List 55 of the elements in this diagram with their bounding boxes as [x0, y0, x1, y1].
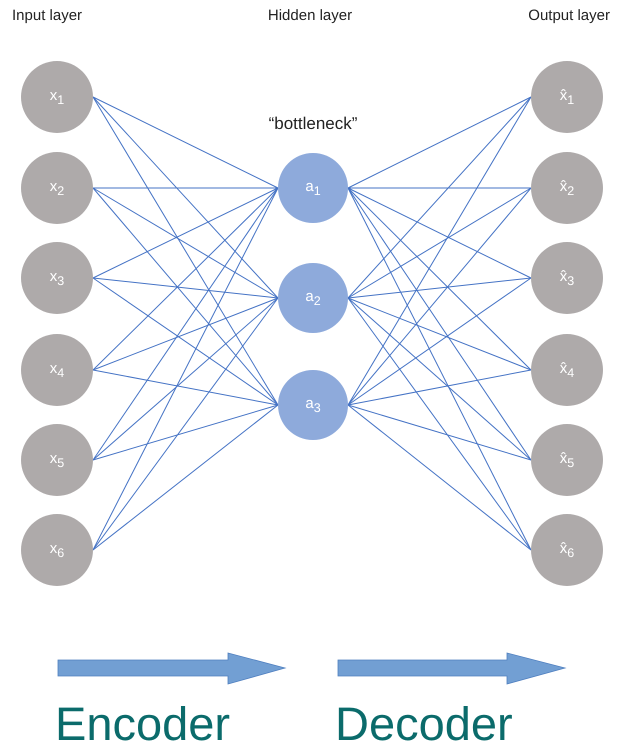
connection-line	[348, 298, 532, 460]
neuron-label: x̂$_{1}$	[560, 87, 574, 107]
neuron-label: x̂$_{3}$	[560, 268, 574, 288]
connection-line	[348, 298, 532, 370]
neuron-label: x$_{2}$	[50, 178, 64, 198]
neuron-label: a$_{1}$	[305, 178, 321, 198]
neuron-label: x̂$_{2}$	[560, 178, 574, 198]
connection-line	[348, 188, 532, 406]
connection-line	[92, 404, 278, 550]
connection-line	[92, 188, 278, 550]
connection-line	[348, 188, 532, 370]
connection-line	[348, 188, 532, 460]
connection-line	[92, 404, 278, 460]
neuron-label: x$_{6}$	[50, 540, 64, 560]
connection-line	[348, 96, 532, 188]
connection-line	[348, 404, 532, 460]
stage-label: Encoder	[55, 698, 230, 748]
connection-line	[348, 188, 532, 550]
connection-line	[92, 370, 278, 406]
connection-line	[92, 96, 278, 298]
neuron-label: x$_{3}$	[50, 268, 64, 288]
stage-label: Decoder	[335, 698, 513, 748]
neuron-label: x̂$_{4}$	[560, 360, 574, 380]
connection-line	[92, 278, 278, 298]
connection-line	[92, 188, 278, 406]
layer-title: Output layer	[528, 8, 610, 24]
connection-line	[348, 370, 532, 406]
connection-line	[348, 278, 532, 406]
connection-line	[348, 298, 532, 550]
neuron-label: x$_{1}$	[50, 87, 64, 107]
neuron-label: a$_{2}$	[305, 288, 321, 308]
connection-line	[348, 96, 532, 298]
connection-line	[92, 188, 278, 298]
neuron-label: x̂$_{5}$	[560, 450, 574, 470]
connection-line	[92, 278, 278, 406]
connection-line	[348, 278, 532, 298]
connection-line	[92, 298, 278, 460]
connection-line	[92, 96, 278, 188]
neuron-label: a$_{3}$	[305, 395, 321, 415]
connection-line	[348, 188, 532, 278]
layer-title: Hidden layer	[268, 8, 352, 24]
connection-line	[92, 298, 278, 550]
neuron-label: x$_{5}$	[50, 450, 64, 470]
neuron-label: x$_{4}$	[50, 360, 64, 380]
connection-line	[92, 96, 278, 406]
connection-line	[348, 188, 532, 298]
connection-line	[92, 188, 278, 460]
connection-line	[92, 188, 278, 278]
connection-line	[92, 298, 278, 370]
connection-line	[348, 404, 532, 550]
annotation: “bottleneck”	[268, 115, 358, 134]
connection-line	[92, 188, 278, 370]
neuron-label: x̂$_{6}$	[560, 540, 574, 560]
connection-line	[348, 96, 532, 406]
layer-title: Input layer	[12, 8, 82, 24]
